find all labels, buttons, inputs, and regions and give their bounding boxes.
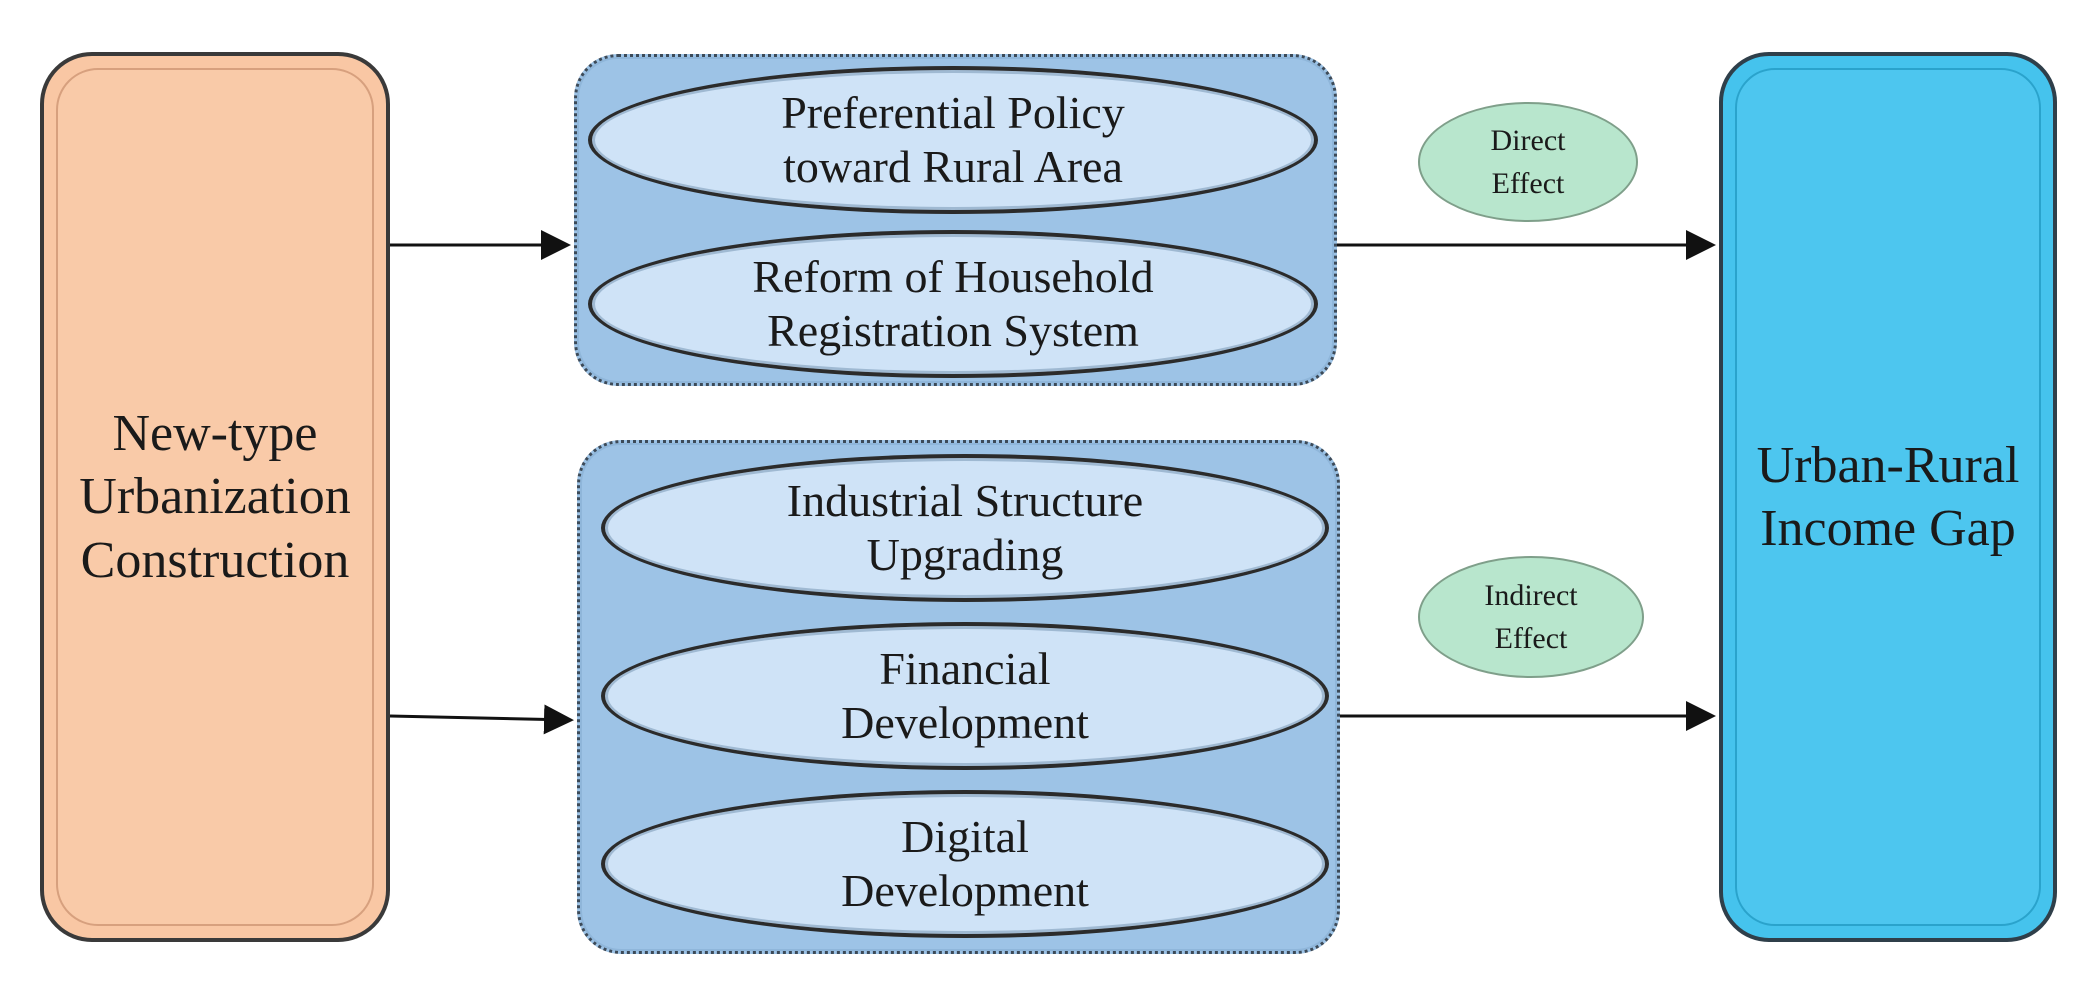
target-label: Urban-Rural Income Gap (1756, 436, 2020, 557)
arrow-source-to-indirect (389, 704, 574, 735)
direct-effect-label: Direct Effect (1418, 102, 1638, 222)
indirect-effect-label: Indirect Effect (1418, 556, 1644, 678)
preferential-policy-node: Preferential Policy toward Rural Area (588, 66, 1318, 214)
source-label: New-type Urbanization Construction (79, 404, 351, 589)
industrial-structure-node: Industrial Structure Upgrading (601, 454, 1329, 602)
household-registration-node: Reform of Household Registration System (588, 230, 1318, 378)
source-box-inner (56, 68, 374, 926)
target-box-inner (1735, 68, 2041, 926)
financial-development-node: Financial Development (601, 622, 1329, 770)
digital-development-node: Digital Development (601, 790, 1329, 938)
